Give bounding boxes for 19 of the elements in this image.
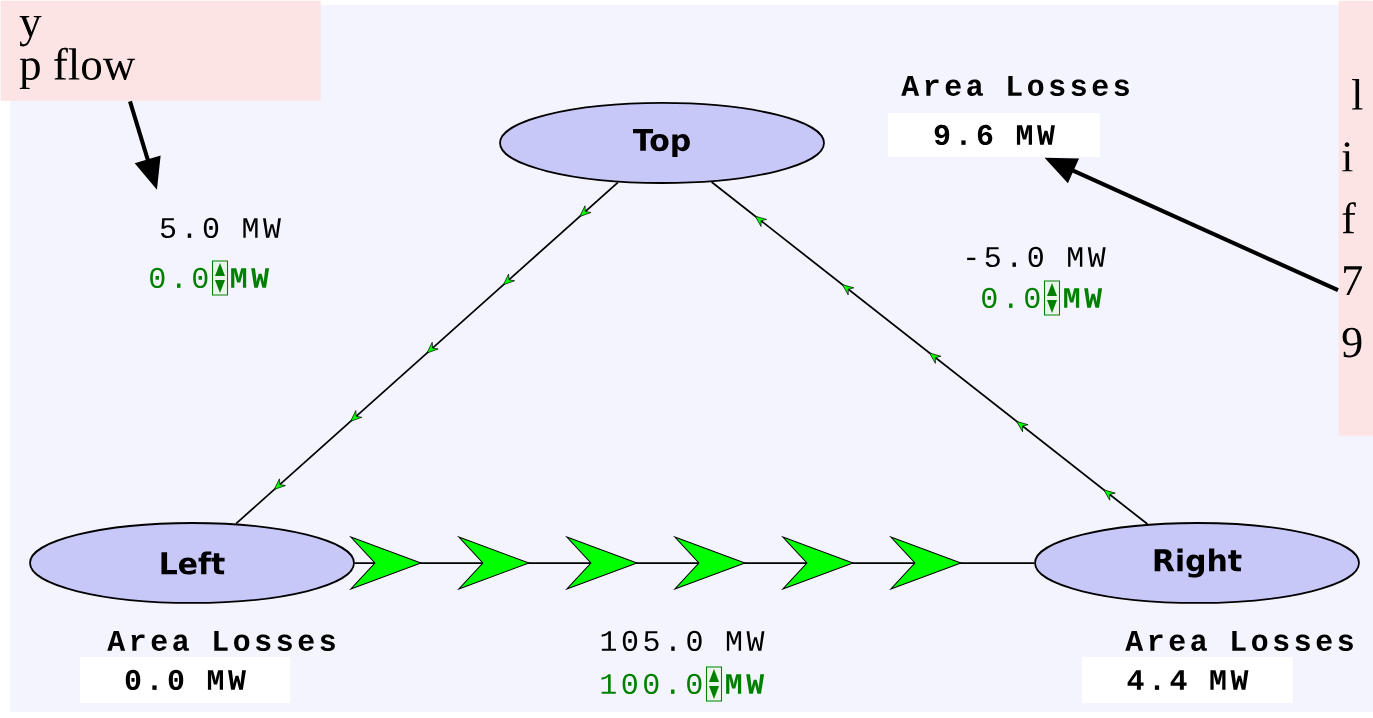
callout-box: l i f 7 9 — [1338, 0, 1373, 436]
area-heading: Area Losses — [901, 76, 1129, 96]
flow-value: 5.0 MW — [160, 217, 281, 239]
loss-display: 9.6 MW — [888, 113, 1100, 157]
setpoint-value: MW — [1064, 288, 1103, 308]
area-heading: Area Losses — [1125, 631, 1353, 651]
flow-line — [710, 181, 1149, 525]
setpoint-value: 0.0 — [982, 287, 1040, 309]
loss-display: 0.0 MW — [80, 657, 290, 703]
setpoint-value: MW — [726, 674, 765, 694]
callout-box: y p flow — [0, 0, 321, 101]
setpoint-value: 100.0 — [601, 673, 702, 695]
flow-value: -5.0 MW — [967, 246, 1106, 268]
setpoint-value: 0.0 — [150, 267, 208, 289]
flow-line — [235, 181, 619, 525]
loss-display: 4.4 MW — [1082, 657, 1293, 703]
flow-value: 105.0 MW — [601, 630, 765, 652]
setpoint-value: MW — [231, 268, 270, 288]
area-heading: Area Losses — [107, 631, 335, 651]
